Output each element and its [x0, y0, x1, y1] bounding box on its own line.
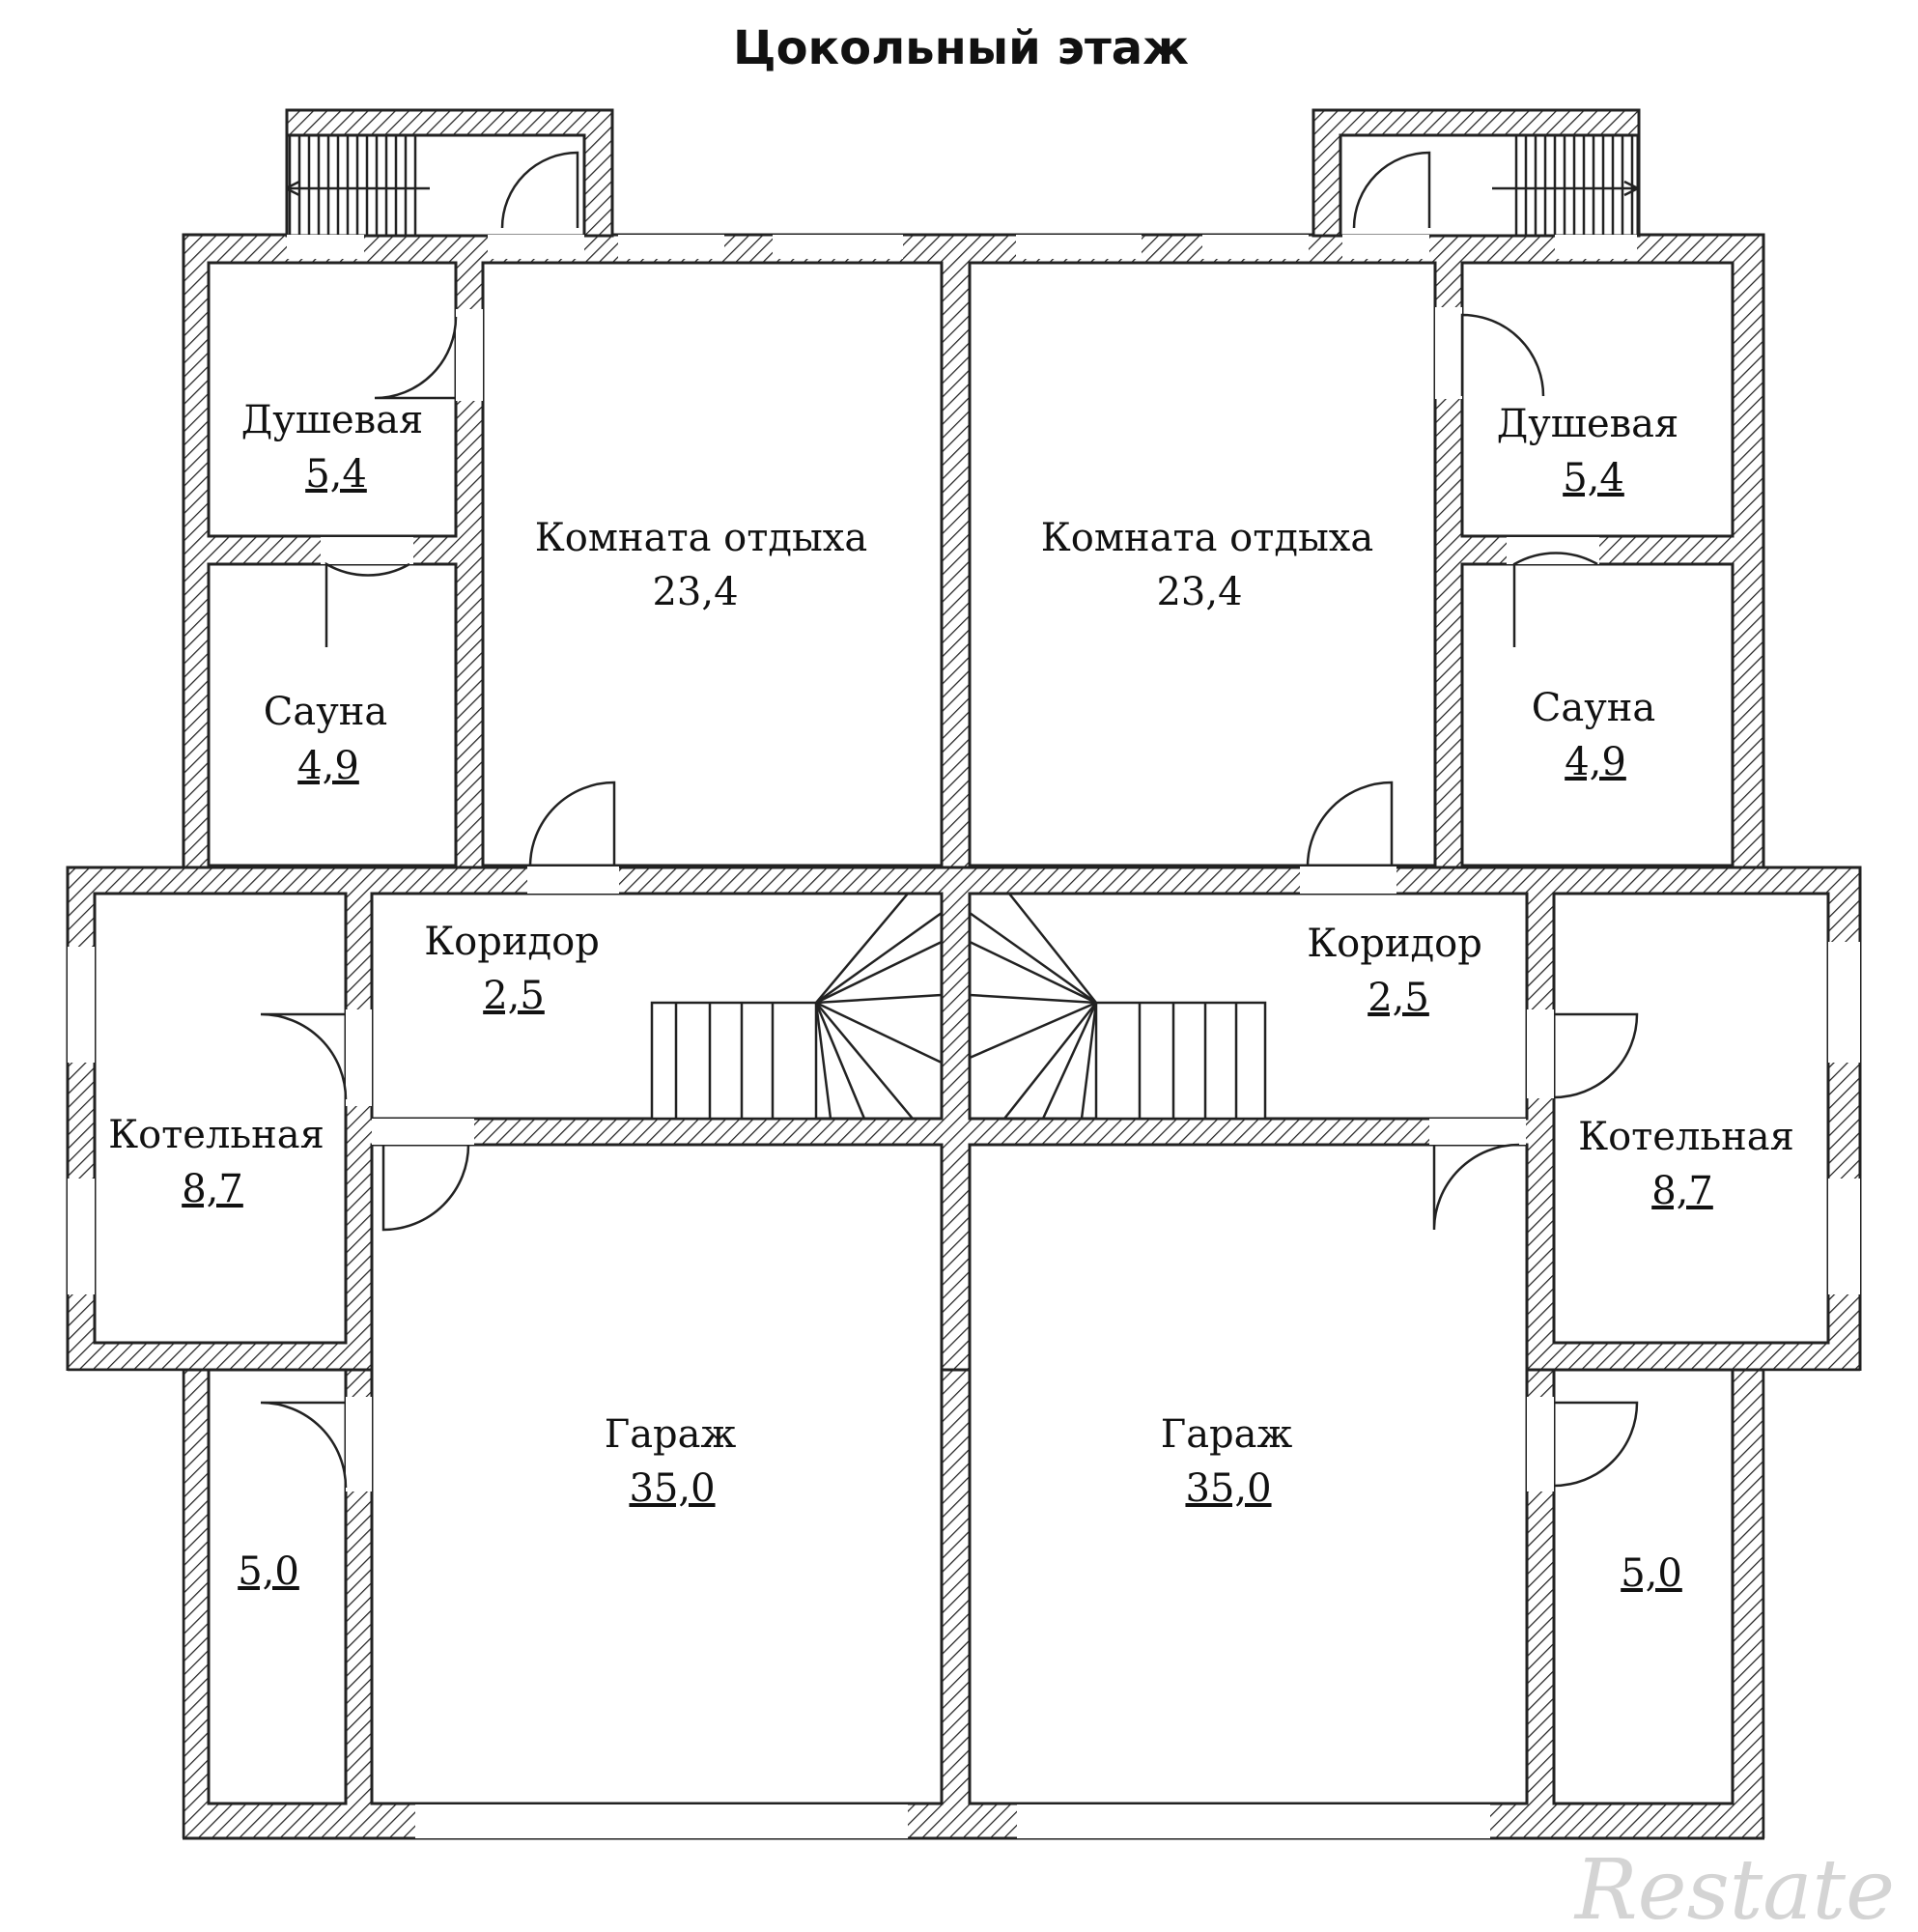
- room-shower-right: [1460, 261, 1735, 538]
- room-lounge-left: [481, 261, 944, 867]
- central-stairs: [650, 893, 1267, 1121]
- corridor-right-name: Коридор: [1307, 922, 1482, 966]
- shower-right-area: 5,4: [1563, 456, 1624, 500]
- garage-right-area: 35,0: [1185, 1466, 1271, 1511]
- room-storage-right: [1552, 1368, 1735, 1805]
- storage-right-area: 5,0: [1621, 1551, 1682, 1596]
- room-sauna-left: [207, 562, 458, 867]
- room-boiler-left: [93, 892, 348, 1345]
- lounge-left-name: Комната отдыха: [535, 516, 867, 560]
- boiler-right-name: Котельная: [1578, 1115, 1794, 1159]
- porch-left: [285, 133, 586, 238]
- room-labels: Душевая 5,4 Сауна 4,9 Комната отдыха 23,…: [108, 398, 1794, 1596]
- boiler-left-area: 8,7: [182, 1167, 243, 1211]
- plan-title: Цокольный этаж: [733, 21, 1189, 75]
- room-lounge-right: [968, 261, 1437, 867]
- side-and-bottom-openings: [68, 307, 1860, 1838]
- lounge-left-area: 23,4: [652, 570, 738, 614]
- room-shower-left: [207, 261, 458, 538]
- lounge-right-name: Комната отдыха: [1041, 516, 1373, 560]
- lounge-right-area: 23,4: [1156, 570, 1242, 614]
- room-sauna-right: [1460, 562, 1735, 867]
- sauna-right-name: Сауна: [1532, 686, 1656, 730]
- top-wall-openings: [287, 235, 1637, 259]
- doors: [260, 313, 1639, 1489]
- rooms: [93, 261, 1830, 1805]
- corridor-right-area: 2,5: [1368, 976, 1429, 1020]
- storage-left-area: 5,0: [238, 1549, 299, 1594]
- room-storage-left: [207, 1368, 348, 1805]
- corridor-left-name: Коридор: [424, 920, 600, 964]
- shower-right-name: Душевая: [1497, 402, 1679, 446]
- garage-left-name: Гараж: [605, 1412, 737, 1457]
- restate-watermark: Restate: [1573, 1842, 1895, 1932]
- shower-left-area: 5,4: [305, 452, 367, 497]
- sauna-right-area: 4,9: [1565, 740, 1626, 784]
- corridor-left-area: 2,5: [483, 974, 545, 1018]
- shower-left-name: Душевая: [241, 398, 424, 442]
- sauna-left-area: 4,9: [297, 744, 359, 788]
- boiler-left-name: Котельная: [108, 1113, 324, 1157]
- porch-right: [1339, 133, 1640, 238]
- room-garage-right: [968, 1143, 1529, 1805]
- room-boiler-right: [1552, 892, 1830, 1345]
- sauna-left-name: Сауна: [264, 690, 388, 734]
- garage-left-area: 35,0: [629, 1466, 715, 1511]
- boiler-right-area: 8,7: [1651, 1169, 1713, 1213]
- garage-right-name: Гараж: [1161, 1412, 1293, 1457]
- room-garage-left: [370, 1143, 944, 1805]
